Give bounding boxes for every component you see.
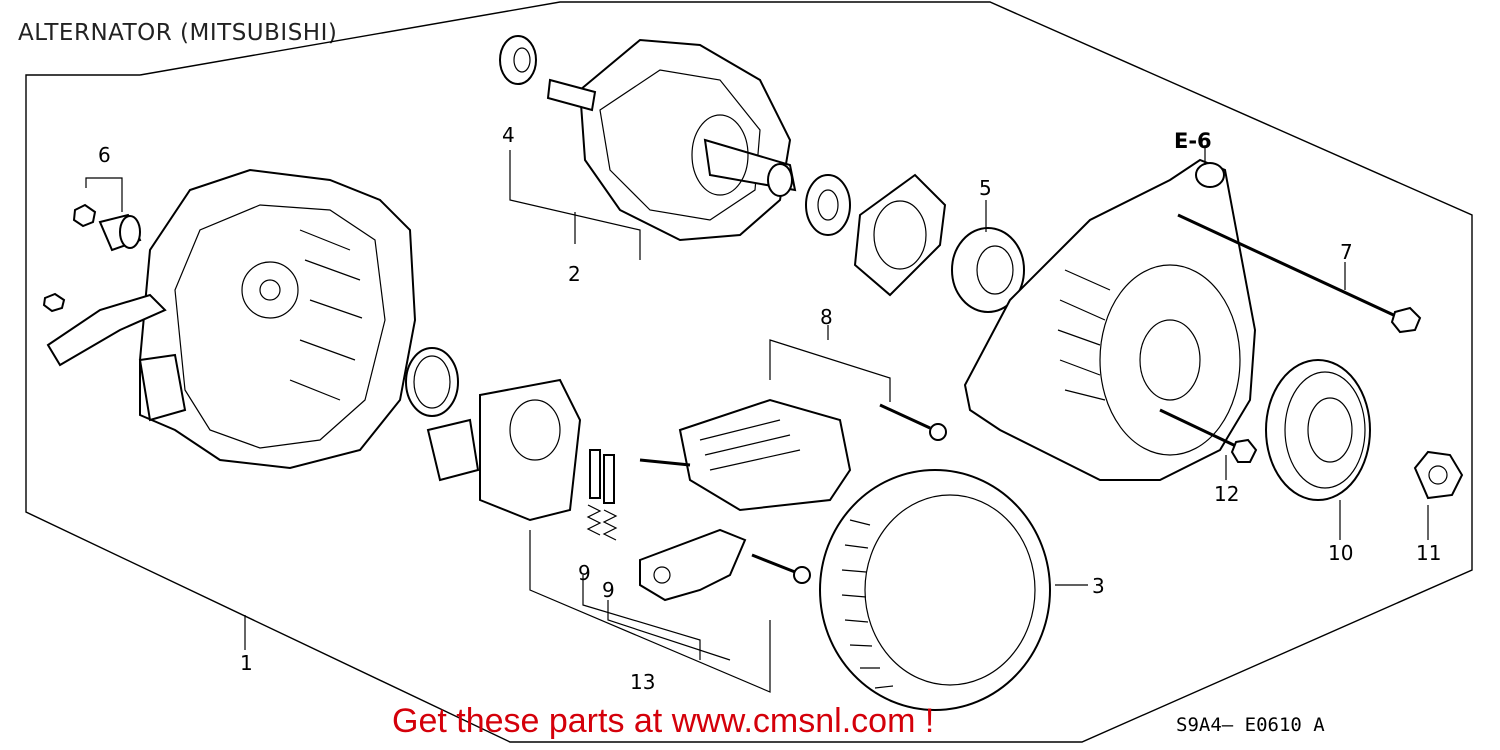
callout-3: 3: [1092, 574, 1105, 598]
callout-11: 11: [1416, 541, 1442, 565]
part-spacer-collar: [805, 174, 851, 236]
callout-1: 1: [240, 651, 253, 675]
reference-label: E-6: [1174, 129, 1212, 153]
part-rotor: [546, 38, 797, 242]
part-bracket: [42, 292, 167, 367]
callout-4: 4: [502, 123, 515, 147]
part-bolt-12: [1159, 408, 1258, 463]
callout-13: 13: [630, 670, 656, 694]
callout-5: 5: [979, 176, 992, 200]
callout-12: 12: [1214, 482, 1240, 506]
part-pulley: [1265, 359, 1371, 501]
part-regulator: [426, 378, 582, 522]
part-snap-ring: [405, 347, 459, 417]
part-insulator-plate: [639, 528, 811, 602]
part-front-housing: [963, 158, 1257, 481]
callout-7: 7: [1340, 240, 1353, 264]
callout-9a: 9: [578, 561, 591, 585]
callout-2: 2: [568, 262, 581, 286]
diagram-title: ALTERNATOR (MITSUBISHI): [18, 20, 338, 46]
callout-9b: 9: [602, 578, 615, 602]
part-through-bolt: [1177, 213, 1422, 334]
part-bushing: [72, 177, 142, 252]
parts-shop-link[interactable]: Get these parts at www.cmsnl.com !: [392, 702, 935, 740]
part-rear-housing: [138, 168, 417, 470]
part-pulley-nut: [1413, 450, 1464, 500]
callout-10: 10: [1328, 541, 1354, 565]
part-stator: [819, 469, 1051, 711]
part-rectifier-screw: [879, 403, 947, 441]
part-brushes: [586, 449, 618, 541]
part-rectifier: [639, 398, 852, 512]
drawing-code: S9A4— E0610 A: [1176, 714, 1325, 736]
callout-6: 6: [98, 143, 111, 167]
part-rotor-bearing: [499, 35, 537, 85]
callout-8: 8: [820, 305, 833, 329]
part-front-bearing: [951, 227, 1025, 313]
part-bearing-retainer-plate: [853, 173, 947, 297]
frame-border: [25, 1, 1473, 743]
